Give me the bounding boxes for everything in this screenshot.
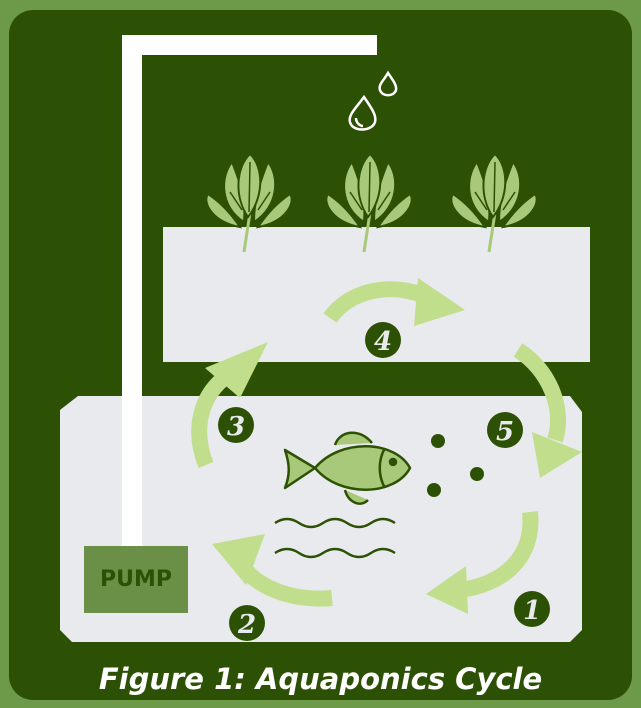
step-2-label: 2 <box>237 610 256 640</box>
pump-label: PUMP <box>100 567 172 592</box>
step-4-label: 4 <box>374 327 392 357</box>
pump-box: PUMP <box>84 546 188 613</box>
step-5-label: 5 <box>496 417 514 447</box>
step-3-label: 3 <box>227 412 245 442</box>
water-pipe-lower <box>122 396 142 546</box>
figure-caption: Figure 1: Aquaponics Cycle <box>0 662 641 696</box>
step-1-label: 1 <box>523 596 541 626</box>
water-drops-icon <box>350 73 396 130</box>
